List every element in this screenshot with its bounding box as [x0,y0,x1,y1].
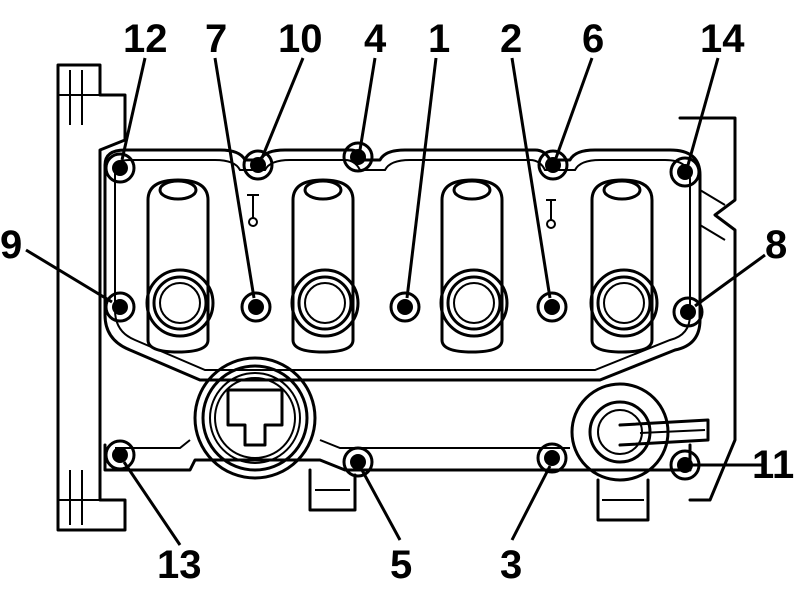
callout-7: 7 [205,17,227,61]
callout-2: 2 [500,17,522,61]
bolt-5 [342,446,374,478]
oil-filler-neck [193,356,357,512]
callout-4: 4 [364,17,387,61]
callout-11: 11 [752,443,794,487]
callout-14: 14 [700,17,745,61]
bolt-4 [342,141,374,173]
cover-right-end-plate [678,116,737,502]
callout-13: 13 [157,543,202,587]
plug-well-1 [145,178,215,354]
bolt-12 [104,152,136,184]
plug-well-3 [439,178,509,354]
bolt-2 [536,291,568,323]
bolt-9 [104,291,136,323]
bolt-10 [242,149,274,181]
plug-well-2 [290,178,360,354]
spark-plug-wells [145,178,659,354]
cover-left-end-plate [56,63,127,532]
callout-1: 1 [428,17,450,61]
pcv-valve [570,382,710,522]
callout-3: 3 [500,543,522,587]
callout-5: 5 [390,543,412,587]
callout-9: 9 [0,223,22,267]
callout-8: 8 [765,223,787,267]
leader-lines [25,57,766,546]
bolt-13 [104,439,136,471]
bolt-14 [669,156,701,188]
callout-labels: 12 7 10 4 1 2 6 14 9 8 11 13 5 3 [0,17,794,587]
bolt-heads [104,141,704,481]
plug-well-4 [589,178,659,354]
bolt-7 [240,291,272,323]
callout-12: 12 [123,17,168,61]
bolt-3 [536,442,568,474]
callout-10: 10 [278,17,323,61]
bolt-6 [537,149,569,181]
bolt-8 [672,296,704,328]
callout-6: 6 [582,17,604,61]
bolt-1 [389,291,421,323]
